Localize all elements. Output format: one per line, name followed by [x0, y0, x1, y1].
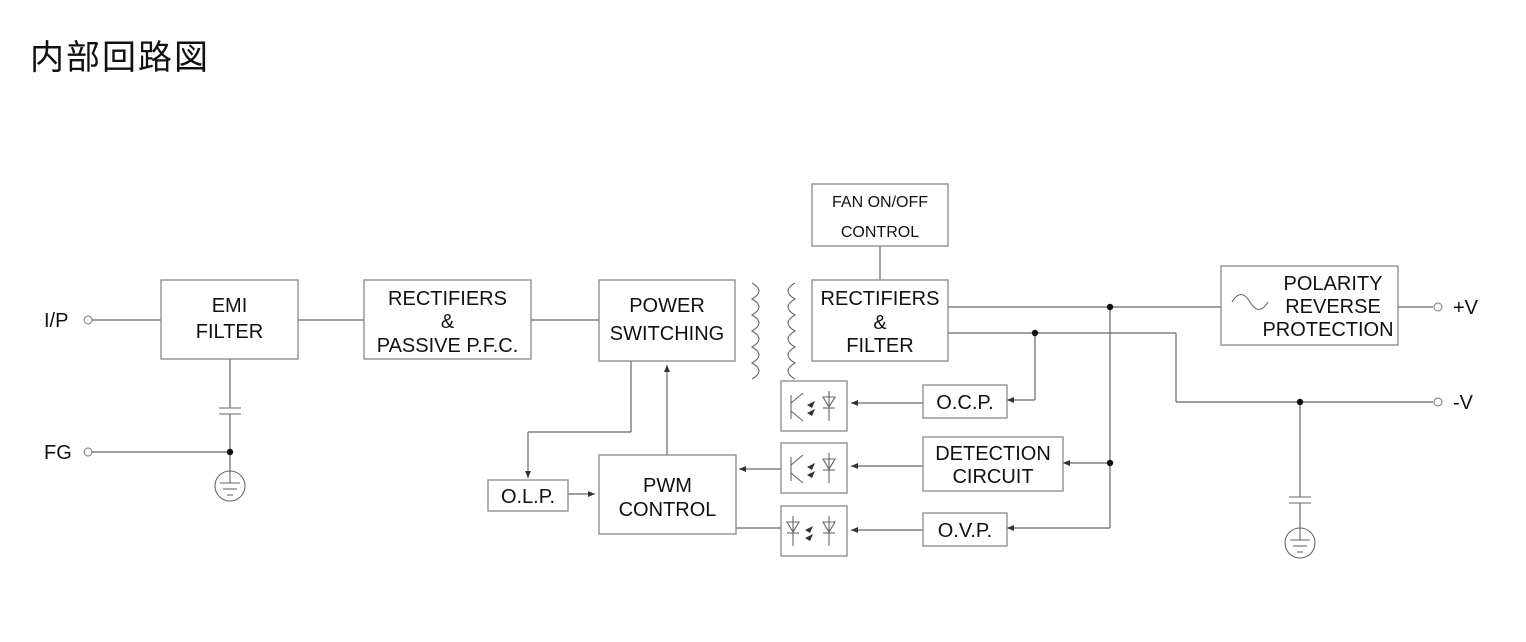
pwm-control-block: PWM CONTROL	[598, 454, 737, 535]
svg-text:CIRCUIT: CIRCUIT	[952, 466, 1033, 488]
svg-text:&: &	[873, 312, 887, 334]
fg-label: FG	[44, 442, 72, 464]
page-title: 内部回路図	[30, 38, 210, 78]
svg-text:FILTER: FILTER	[196, 321, 263, 343]
fan-control-block: FAN ON/OFF CONTROL	[811, 183, 949, 247]
svg-text:POWER: POWER	[629, 295, 705, 317]
pos-output-terminal	[1433, 302, 1443, 312]
svg-text:CONTROL: CONTROL	[841, 224, 919, 241]
svg-text:O.C.P.: O.C.P.	[936, 392, 993, 414]
optocoupler-detection-icon	[780, 442, 848, 494]
svg-text:FILTER: FILTER	[846, 335, 913, 357]
output-ground-icon	[1284, 527, 1316, 559]
ovp-block: O.V.P.	[922, 512, 1008, 547]
svg-text:RECTIFIERS: RECTIFIERS	[388, 288, 507, 310]
svg-text:PASSIVE P.F.C.: PASSIVE P.F.C.	[377, 335, 519, 357]
fg-terminal	[83, 447, 93, 457]
power-switching-block: POWER SWITCHING	[598, 279, 736, 362]
fg-ground-icon	[214, 470, 246, 502]
svg-text:POLARITY: POLARITY	[1284, 273, 1383, 295]
rectifiers-pfc-block: RECTIFIERS & PASSIVE P.F.C.	[363, 279, 532, 360]
svg-text:REVERSE: REVERSE	[1285, 296, 1381, 318]
ocp-block: O.C.P.	[922, 384, 1008, 419]
svg-text:SWITCHING: SWITCHING	[610, 323, 724, 345]
input-label: I/P	[44, 310, 68, 332]
rectifiers-filter-block: RECTIFIERS & FILTER	[811, 279, 949, 362]
detection-circuit-block: DETECTION CIRCUIT	[922, 436, 1064, 492]
svg-text:CONTROL: CONTROL	[619, 499, 717, 521]
svg-text:RECTIFIERS: RECTIFIERS	[821, 288, 940, 310]
optocoupler-ovp-icon	[780, 505, 848, 557]
polarity-protection-block: POLARITY REVERSE PROTECTION	[1220, 265, 1399, 346]
svg-text:EMI: EMI	[212, 295, 248, 317]
svg-text:PWM: PWM	[643, 475, 692, 497]
pos-output-label: +V	[1453, 297, 1479, 319]
wires	[92, 246, 1433, 533]
neg-output-terminal	[1433, 397, 1443, 407]
svg-text:DETECTION: DETECTION	[935, 443, 1051, 465]
junction-dots	[226, 303, 1304, 467]
svg-text:FAN ON/OFF: FAN ON/OFF	[832, 194, 928, 211]
svg-text:PROTECTION: PROTECTION	[1262, 319, 1393, 341]
svg-text:O.V.P.: O.V.P.	[938, 520, 993, 542]
neg-output-label: -V	[1453, 392, 1474, 414]
optocoupler-ocp-icon	[780, 380, 848, 432]
svg-text:&: &	[441, 311, 455, 333]
svg-text:O.L.P.: O.L.P.	[501, 486, 555, 508]
emi-filter-block: EMI FILTER	[160, 279, 299, 360]
olp-block: O.L.P.	[487, 479, 569, 512]
transformer-icon	[750, 282, 797, 380]
input-terminal	[83, 315, 93, 325]
